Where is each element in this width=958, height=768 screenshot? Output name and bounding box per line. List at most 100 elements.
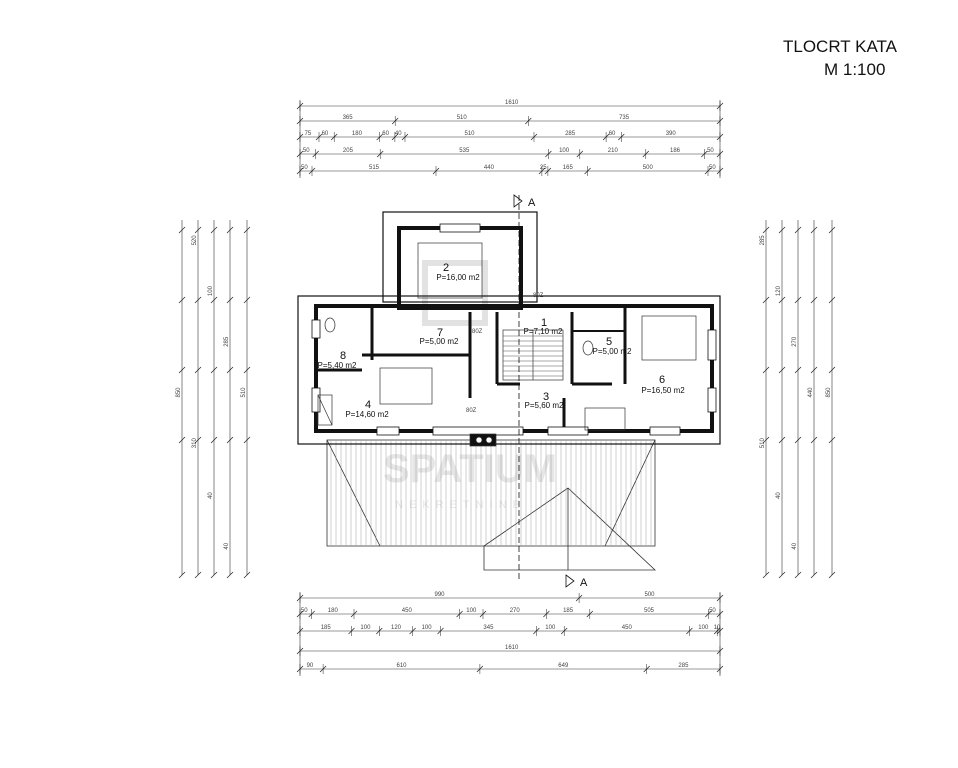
dimension-label: 100: [208, 285, 214, 296]
dimension-label: 100: [698, 625, 709, 631]
dimension-label: 40: [395, 131, 402, 137]
dimension-tick: [226, 436, 234, 444]
dimension-tick: [210, 366, 218, 374]
room-3-area: P=5,60 m2: [525, 401, 564, 410]
dimension-label: 500: [645, 592, 656, 598]
right-dimensions: [765, 220, 833, 575]
dimension-tick: [194, 226, 202, 234]
left-dimensions: [181, 220, 248, 575]
top-dim-row-1: 1610: [296, 100, 724, 111]
dimension-label: 610: [397, 663, 408, 669]
dimension-label: 535: [459, 148, 470, 154]
dimension-label: 120: [391, 625, 402, 631]
dimension-label: 850: [826, 387, 832, 398]
dimension-label: 25: [540, 165, 547, 171]
door-label: 80Z: [472, 329, 483, 335]
dimension-tick: [194, 296, 202, 304]
room-1-area: P=7,10 m2: [524, 327, 563, 336]
watermark-logo: [422, 260, 488, 326]
dimension-tick: [794, 436, 802, 444]
dimension-label: 60: [322, 131, 329, 137]
dimension-label: 100: [545, 625, 556, 631]
dimension-label: 365: [343, 115, 354, 121]
dimension-tick: [828, 366, 836, 374]
dimension-tick: [178, 366, 186, 374]
room-2-area: P=16,00 m2: [436, 273, 480, 282]
dimension-label: 120: [776, 285, 782, 296]
dimension-tick: [778, 226, 786, 234]
room-7-number: 7: [437, 327, 443, 339]
dimension-label: 270: [510, 608, 521, 614]
room-3-number: 3: [543, 391, 549, 403]
dimension-label: 50: [709, 165, 716, 171]
dimension-tick: [243, 571, 251, 579]
dimension-label: 186: [670, 148, 681, 154]
dimension-label: 100: [559, 148, 570, 154]
dimension-label: 1610: [505, 100, 519, 106]
dimension-tick: [243, 226, 251, 234]
dimension-tick: [778, 366, 786, 374]
shower: [317, 394, 333, 426]
dimension-tick: [194, 366, 202, 374]
dimension-label: 180: [352, 131, 363, 137]
dimension-label: 100: [422, 625, 433, 631]
dimension-tick: [828, 571, 836, 579]
door-label: 80Z: [533, 293, 544, 299]
windows: [311, 223, 717, 436]
dimension-tick: [794, 296, 802, 304]
dimension-label: 450: [622, 625, 633, 631]
dimension-label: 210: [608, 148, 619, 154]
dimension-label: 50: [709, 608, 716, 614]
dimension-tick: [194, 436, 202, 444]
dimension-tick: [210, 571, 218, 579]
dimension-tick: [178, 226, 186, 234]
dimension-label: 60: [382, 131, 389, 137]
bottom-dim-row-4: 1610: [296, 645, 724, 656]
room-6-area: P=16,50 m2: [641, 386, 685, 395]
dimension-tick: [178, 296, 186, 304]
drawing-scale: M 1:100: [824, 60, 886, 79]
dimension-label: 345: [483, 625, 494, 631]
dimension-label: 285: [565, 131, 576, 137]
dimension-label: 40: [792, 542, 798, 549]
dimension-tick: [210, 436, 218, 444]
dimension-label: 510: [465, 131, 476, 137]
dimension-tick: [178, 571, 186, 579]
dimension-tick: [762, 436, 770, 444]
dimension-tick: [210, 226, 218, 234]
dimension-label: 40: [208, 492, 214, 499]
dimension-label: 440: [808, 387, 814, 398]
bottom-dim-row-1: 990 500: [296, 592, 724, 603]
dimension-tick: [226, 296, 234, 304]
dimension-tick: [243, 296, 251, 304]
section-marker-bottom: A: [565, 574, 588, 589]
dimension-tick: [778, 296, 786, 304]
toilet-8: [324, 317, 336, 333]
dimension-label: 50: [707, 148, 714, 154]
room-4-number: 4: [365, 399, 371, 411]
dimension-label: 180: [328, 608, 339, 614]
dimension-label: 270: [792, 336, 798, 347]
room-labels: 2 P=16,00 m2 1 P=7,10 m2 7 P=5,00 m2 8 P…: [318, 262, 686, 419]
dimension-label: 990: [435, 592, 446, 598]
dimension-label: 185: [563, 608, 574, 614]
dimension-tick: [794, 366, 802, 374]
dimension-label: 450: [402, 608, 413, 614]
room-8-area: P=5,40 m2: [318, 361, 357, 370]
dimension-tick: [243, 366, 251, 374]
watermark-brand: SPATIUM: [383, 447, 557, 491]
dimension-label: 75: [305, 131, 312, 137]
room-7-area: P=5,00 m2: [420, 337, 459, 346]
toilet-5: [582, 340, 594, 356]
dimension-label: 185: [321, 625, 332, 631]
stair-treads: [503, 335, 563, 377]
dimension-tick: [828, 226, 836, 234]
dimension-tick: [810, 366, 818, 374]
dimension-tick: [178, 436, 186, 444]
